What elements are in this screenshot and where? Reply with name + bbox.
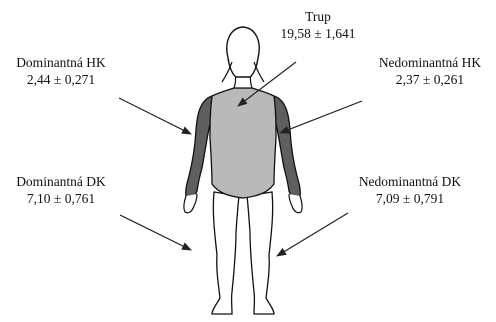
dominant-leg-arrow xyxy=(120,215,191,250)
dominant-arm-value: 2,44 ± 0,271 xyxy=(0,71,122,88)
dominant-arm-label: Dominantná HK 2,44 ± 0,271 xyxy=(0,54,122,88)
nondominant-leg-name: Nedominantná DK xyxy=(340,173,480,190)
nondominant-arm-arrow xyxy=(280,101,362,133)
trunk xyxy=(210,88,276,198)
nondominant-arm-name: Nedominantná HK xyxy=(364,54,496,71)
nondominant-leg-label: Nedominantná DK 7,09 ± 0,791 xyxy=(340,173,480,207)
hair-strand-left xyxy=(222,62,232,82)
trunk-name: Trup xyxy=(268,8,368,25)
dominant-arm-arrow xyxy=(119,98,191,134)
left-hand xyxy=(184,194,197,213)
dominant-leg-name: Dominantná DK xyxy=(0,173,122,190)
trunk-value: 19,58 ± 1,641 xyxy=(268,25,368,42)
nondominant-arm-label: Nedominantná HK 2,37 ± 0,261 xyxy=(364,54,496,88)
nondominant-leg-arrow xyxy=(277,213,348,256)
head xyxy=(227,27,259,77)
right-leg-silhouette xyxy=(247,192,274,314)
right-arm xyxy=(274,96,300,197)
left-leg-silhouette xyxy=(212,192,239,314)
dominant-leg-value: 7,10 ± 0,761 xyxy=(0,190,122,207)
right-hand xyxy=(289,194,302,213)
nondominant-leg-value: 7,09 ± 0,791 xyxy=(340,190,480,207)
dominant-arm-name: Dominantná HK xyxy=(0,54,122,71)
dominant-leg-label: Dominantná DK 7,10 ± 0,761 xyxy=(0,173,122,207)
nondominant-arm-value: 2,37 ± 0,261 xyxy=(364,71,496,88)
hair-strand-right xyxy=(254,62,264,82)
left-arm xyxy=(186,96,212,197)
trunk-label: Trup 19,58 ± 1,641 xyxy=(268,8,368,42)
